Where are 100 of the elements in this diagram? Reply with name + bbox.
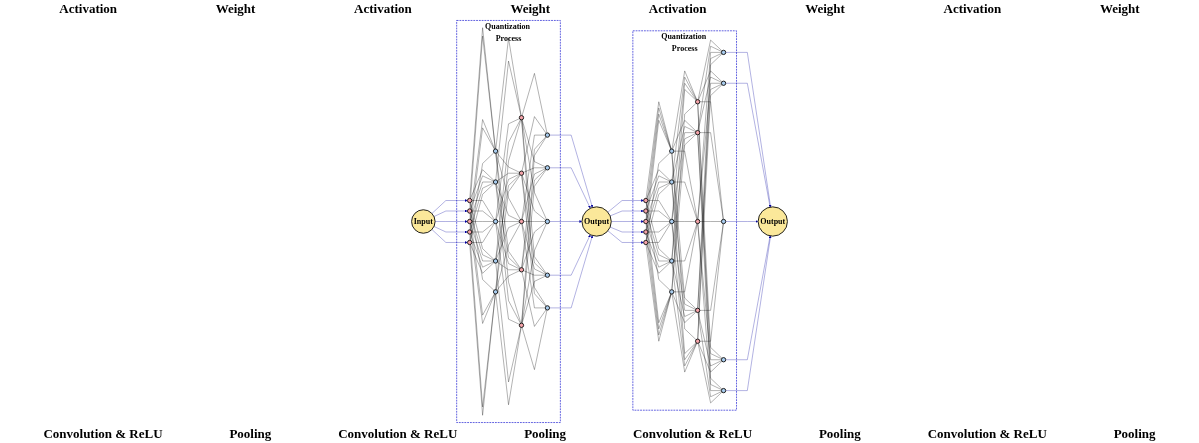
connector [673, 223, 698, 262]
node-circle [544, 272, 551, 278]
connector [469, 119, 495, 220]
layer-label: Weight [1099, 1, 1140, 17]
node-circle [492, 258, 499, 264]
connector [671, 133, 697, 290]
connector [497, 173, 520, 181]
node-circle [695, 307, 701, 313]
connector [647, 210, 671, 221]
connector [646, 175, 670, 210]
connector [470, 182, 494, 231]
connector [495, 183, 521, 269]
connector [495, 118, 520, 220]
connector [496, 222, 520, 260]
layer-label: Convolution & ReLU [927, 426, 1047, 442]
layer-label: Activation [943, 1, 1002, 17]
cluster: Quantization Process [456, 20, 561, 423]
layer-label: Pooling [818, 426, 861, 442]
connector [645, 244, 672, 342]
node-circle [695, 99, 701, 105]
node-circle [492, 218, 499, 225]
node-circle: Output [581, 206, 612, 237]
layer-label: Convolution & ReLU [632, 426, 753, 442]
node-circle [720, 357, 727, 363]
connector [523, 270, 546, 276]
connector [699, 223, 724, 342]
node-circle [643, 218, 649, 225]
node-circle [492, 289, 499, 295]
connector [673, 181, 698, 220]
connector [469, 213, 495, 316]
connector [497, 262, 520, 270]
connector [671, 153, 697, 340]
cluster: Quantization Process [632, 30, 737, 411]
connector [495, 119, 521, 259]
node-circle [720, 218, 727, 225]
connector [469, 202, 495, 291]
node-circle [643, 197, 649, 204]
connector [495, 153, 521, 269]
layer-label: Weight [805, 1, 845, 17]
node-circle [518, 170, 525, 176]
connector [496, 183, 520, 221]
connector [647, 200, 671, 220]
connector [521, 134, 546, 220]
connector [646, 202, 671, 260]
layer-label: Weight [215, 1, 256, 17]
layer-label: Pooling [229, 426, 272, 442]
connector [697, 39, 723, 100]
connector [495, 174, 521, 290]
connector [646, 183, 671, 241]
connector [521, 73, 548, 134]
connector [521, 119, 547, 307]
layer-label: Activation [354, 1, 412, 17]
connector [469, 152, 495, 241]
connector [697, 223, 722, 391]
connector [673, 151, 698, 220]
node-circle [467, 229, 473, 235]
connector [698, 343, 723, 373]
node-circle [669, 289, 675, 295]
connector [471, 223, 495, 243]
connector [521, 309, 548, 370]
connector [495, 153, 521, 324]
node-circle [643, 208, 649, 214]
node-circle [518, 322, 525, 328]
connector [698, 70, 723, 100]
connector [671, 70, 697, 150]
node-circle [492, 179, 499, 185]
connector [699, 132, 724, 220]
layer-label: Convolution & ReLU [338, 426, 458, 442]
connector [496, 174, 520, 220]
layer-label: Activation [648, 1, 707, 17]
connector [671, 293, 697, 373]
connector [697, 223, 722, 360]
connector [471, 221, 494, 222]
node-circle [643, 229, 649, 235]
connector [697, 52, 722, 220]
connector [521, 168, 546, 220]
connector [523, 221, 546, 222]
connector [673, 223, 698, 292]
connector [646, 152, 671, 241]
connector [471, 200, 495, 220]
node-circle [695, 338, 701, 344]
connector [646, 169, 671, 199]
connector [697, 312, 722, 397]
node-circle [544, 165, 551, 171]
node-circle [518, 218, 525, 225]
connector [496, 223, 520, 269]
connector [647, 221, 670, 222]
node-circle: Input [411, 209, 436, 234]
node-circle [492, 148, 499, 154]
connector [697, 343, 723, 404]
node-circle [544, 218, 551, 225]
connector [470, 175, 494, 210]
connector [470, 212, 494, 261]
connector [521, 223, 546, 309]
connector [671, 132, 696, 220]
connector [671, 76, 697, 180]
node-circle [518, 267, 525, 273]
layer-label: Weight [510, 1, 551, 17]
connector [469, 127, 495, 230]
connector [645, 101, 672, 199]
